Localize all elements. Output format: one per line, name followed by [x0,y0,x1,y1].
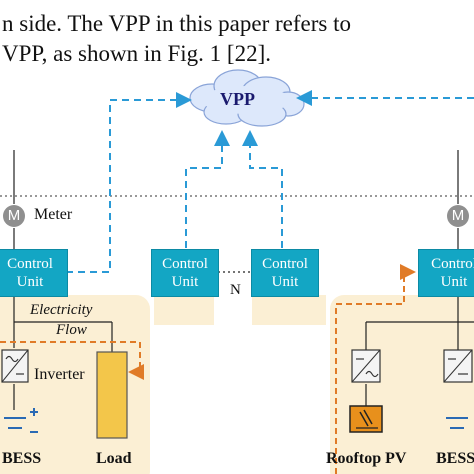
house-mid2-bg [252,295,326,325]
rooftop-pv-icon [349,405,383,433]
load-label: Load [96,450,132,467]
vpp-label: VPP [220,89,255,109]
control-unit-mid2-line2: Unit [271,274,299,290]
bess-left-icon [4,408,38,433]
comm-line-mid2 [242,130,283,248]
comm-line-mid1 [185,130,230,248]
inverter-right-1 [351,349,381,383]
power-flow-right [335,264,416,474]
control-unit-mid1-line1: Control [162,256,208,272]
power-flow-left [0,341,144,380]
comm-line-left [66,92,192,273]
control-unit-right-line2: Unit [440,274,468,290]
house-mid1-bg [154,295,214,325]
control-unit-mid2-line1: Control [262,256,308,272]
control-unit-left-line2: Unit [16,274,44,290]
control-unit-left-line1: Control [7,256,53,272]
paper-text-line-1: n side. The VPP in this paper refers to [2,11,351,36]
meter-right-icon: M [447,205,469,227]
electricity-flow-label-2: Flow [56,322,87,338]
inverter-right-2 [443,349,473,383]
control-unit-mid2: Control Unit [251,249,319,297]
network-label: N [230,282,241,298]
rooftop-pv-label: Rooftop PV [326,450,407,467]
control-unit-mid1: Control Unit [151,249,219,297]
meter-label: Meter [34,206,73,223]
control-unit-left: Control Unit [0,249,68,297]
bess-right-icon [446,417,468,429]
inverter-left [1,349,29,383]
control-unit-right-line1: Control [431,256,474,272]
bess-right-label: BESS [436,450,474,467]
load-box [96,351,128,439]
paper-text-line-2: VPP, as shown in Fig. 1 [22]. [2,41,272,66]
bess-left-label: BESS [2,450,42,467]
inverter-label: Inverter [34,366,85,383]
electricity-flow-label-1: Electricity [30,302,93,318]
meter-left-icon: M [3,205,25,227]
control-unit-right: Control Unit [418,249,474,297]
control-unit-mid1-line2: Unit [171,274,199,290]
